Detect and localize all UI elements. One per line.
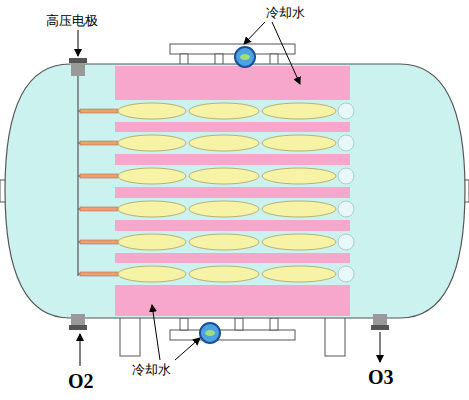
- dielectric-tube: [262, 103, 336, 119]
- tube-end: [338, 168, 354, 184]
- gas-label: O2: [68, 370, 94, 392]
- gas-gap: [115, 198, 350, 220]
- dielectric-tube: [189, 234, 259, 250]
- gas-gap: [115, 100, 350, 122]
- gas-gap: [115, 231, 350, 253]
- dielectric-tube: [189, 201, 259, 217]
- tube-end: [338, 266, 354, 282]
- tube-end: [338, 234, 354, 250]
- electrode-stub: [80, 240, 118, 244]
- electrode-stub: [80, 141, 118, 145]
- dielectric-tube: [118, 168, 186, 184]
- tube-end: [338, 135, 354, 151]
- dielectric-tube: [118, 266, 186, 282]
- dielectric-tube: [118, 234, 186, 250]
- dielectric-tube: [262, 135, 336, 151]
- dielectric-tube: [118, 103, 186, 119]
- dielectric-tube: [118, 201, 186, 217]
- gas-gap: [115, 132, 350, 154]
- dielectric-tube: [262, 234, 336, 250]
- part-label: 冷却水: [266, 6, 305, 20]
- part-label: 冷却水: [132, 363, 171, 377]
- gas-gap: [115, 263, 350, 285]
- dielectric-tube: [189, 266, 259, 282]
- gas-label: O3: [368, 366, 394, 388]
- dielectric-tube: [118, 135, 186, 151]
- electrode-stub: [80, 109, 118, 113]
- tube-end: [338, 201, 354, 217]
- dielectric-tube: [189, 168, 259, 184]
- gas-gap: [115, 165, 350, 187]
- electrode-stub: [80, 272, 118, 276]
- tube-end: [338, 103, 354, 119]
- part-label: 高压电极: [46, 14, 98, 28]
- electrode-stub: [80, 174, 118, 178]
- dielectric-tube: [262, 168, 336, 184]
- electrode-stub: [80, 207, 118, 211]
- dielectric-tube: [189, 135, 259, 151]
- dielectric-tube: [262, 201, 336, 217]
- dielectric-tube: [262, 266, 336, 282]
- dielectric-tube: [189, 103, 259, 119]
